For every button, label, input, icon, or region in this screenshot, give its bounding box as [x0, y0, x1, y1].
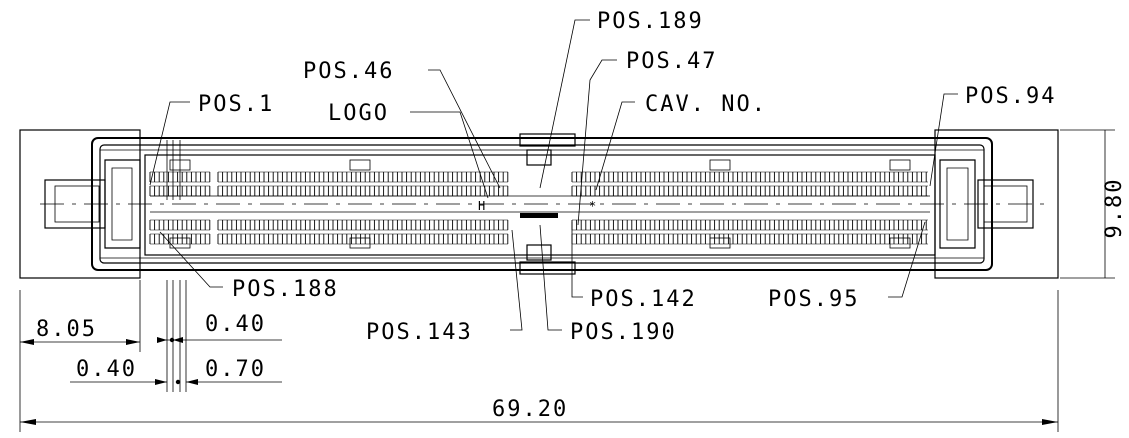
dim-height: 9.80: [1102, 178, 1127, 239]
cavity-grid: [149, 171, 928, 245]
label-cav-no: CAV. NO.: [645, 92, 767, 117]
dim-overall-width: 69.20: [492, 397, 568, 422]
leader-lines: [149, 19, 958, 331]
label-pos47: POS.47: [626, 49, 717, 74]
label-pos188: POS.188: [232, 277, 339, 302]
dim-left-offset: 8.05: [36, 317, 97, 342]
connector-body: H *: [19, 129, 1059, 279]
label-pos143: POS.143: [366, 320, 473, 345]
dim-pitch-c: 0.70: [205, 357, 266, 382]
label-pos94: POS.94: [965, 84, 1056, 109]
svg-text:H: H: [478, 199, 485, 213]
label-pos189: POS.189: [597, 9, 704, 34]
dim-pitch-a: 0.40: [205, 312, 266, 337]
label-pos95: POS.95: [768, 287, 859, 312]
label-pos46: POS.46: [303, 59, 394, 84]
dim-pitch-b: 0.40: [76, 357, 137, 382]
label-logo: LOGO: [328, 101, 389, 126]
dimension-lines: [19, 129, 1115, 432]
label-pos190: POS.190: [570, 320, 677, 345]
left-end-cap: [19, 129, 141, 279]
label-pos1: POS.1: [198, 92, 274, 117]
svg-text:*: *: [589, 199, 596, 213]
label-pos142: POS.142: [590, 287, 697, 312]
callout-labels: POS.1 POS.46 LOGO POS.189 POS.47 CAV. NO…: [198, 9, 1056, 345]
dimension-labels: 9.80 8.05 0.40 0.40 0.70 69.20: [36, 178, 1127, 422]
